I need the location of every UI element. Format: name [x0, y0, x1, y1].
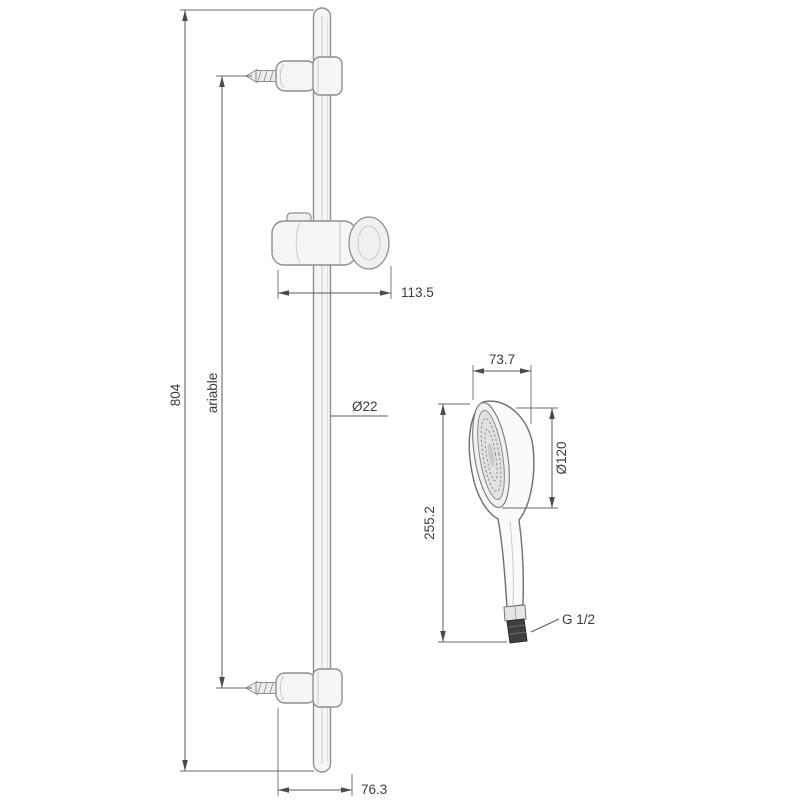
- dimension-head-diameter: Ø120: [502, 407, 569, 509]
- arrow-down-icon: [182, 760, 188, 771]
- dim-label-o22: Ø22: [352, 399, 378, 414]
- spray-face: [472, 402, 510, 508]
- leader-line-g12: [530, 618, 560, 633]
- nozzle-ring-inner: [484, 428, 498, 482]
- arrow-left-icon: [278, 290, 289, 296]
- dimension-rail-diameter: Ø22: [331, 399, 388, 417]
- connector-rib-2: [509, 631, 527, 635]
- arrow-right-icon: [520, 368, 531, 374]
- holder-contour: [295, 222, 301, 264]
- bottom-bracket-contour: [279, 675, 285, 701]
- arrow-up-icon: [182, 10, 188, 21]
- top-screw-threads: [257, 70, 274, 82]
- bottom-screw-threads: [257, 682, 274, 694]
- top-wall-bracket: [245, 56, 343, 96]
- dim-label-g12: G 1/2: [562, 612, 595, 627]
- dim-label-113: 113.5: [401, 285, 434, 300]
- dimension-thread-size: G 1/2: [530, 612, 595, 633]
- dimension-head-width: 73.7: [472, 352, 532, 424]
- bottom-wall-bracket: [245, 668, 343, 708]
- dim-label-76: 76.3: [361, 782, 387, 797]
- dimension-holder-width: 113.5: [277, 266, 434, 300]
- holder-knob-inner: [357, 225, 381, 261]
- arrow-down-icon: [440, 631, 446, 642]
- connector-nut-facet: [514, 605, 517, 621]
- arrow-left-icon: [473, 368, 484, 374]
- hand-shower: [468, 400, 535, 644]
- dimension-bracket-depth: 76.3: [277, 708, 387, 797]
- arrow-right-icon: [341, 787, 352, 793]
- dim-label-804: 804: [168, 383, 183, 406]
- holder-body: [271, 220, 357, 266]
- dim-label-o120: Ø120: [554, 441, 569, 474]
- arrow-up-icon: [549, 408, 555, 419]
- dim-label-737: 73.7: [489, 352, 515, 367]
- arrow-up-icon: [440, 404, 446, 415]
- top-bracket-clamp: [312, 56, 343, 96]
- arrow-right-icon: [380, 290, 391, 296]
- bottom-bracket-clamp: [312, 668, 343, 708]
- thread-connector: [506, 618, 528, 644]
- nozzle-ring-outer: [480, 417, 502, 493]
- arrow-left-icon: [278, 787, 289, 793]
- dimension-rail-length: 804: [168, 9, 314, 772]
- dimension-variable-span: ariable: [205, 75, 252, 689]
- sliding-holder: [271, 212, 390, 270]
- bottom-bracket-arm: [275, 672, 317, 704]
- top-bracket-contour: [279, 63, 285, 89]
- arrow-up-icon: [219, 76, 225, 87]
- arrow-down-icon: [549, 497, 555, 508]
- holder-knob: [348, 216, 390, 270]
- dim-label-variable: ariable: [205, 373, 220, 414]
- top-bracket-arm: [275, 60, 317, 92]
- dim-label-2552: 255.2: [422, 506, 437, 540]
- handle-contour: [509, 521, 514, 606]
- spray-face-center: [487, 443, 495, 467]
- connector-rib-1: [508, 624, 526, 628]
- dimension-handshower-length: 255.2: [422, 403, 507, 643]
- shower-rail-bar: [312, 7, 332, 773]
- arrow-down-icon: [219, 677, 225, 688]
